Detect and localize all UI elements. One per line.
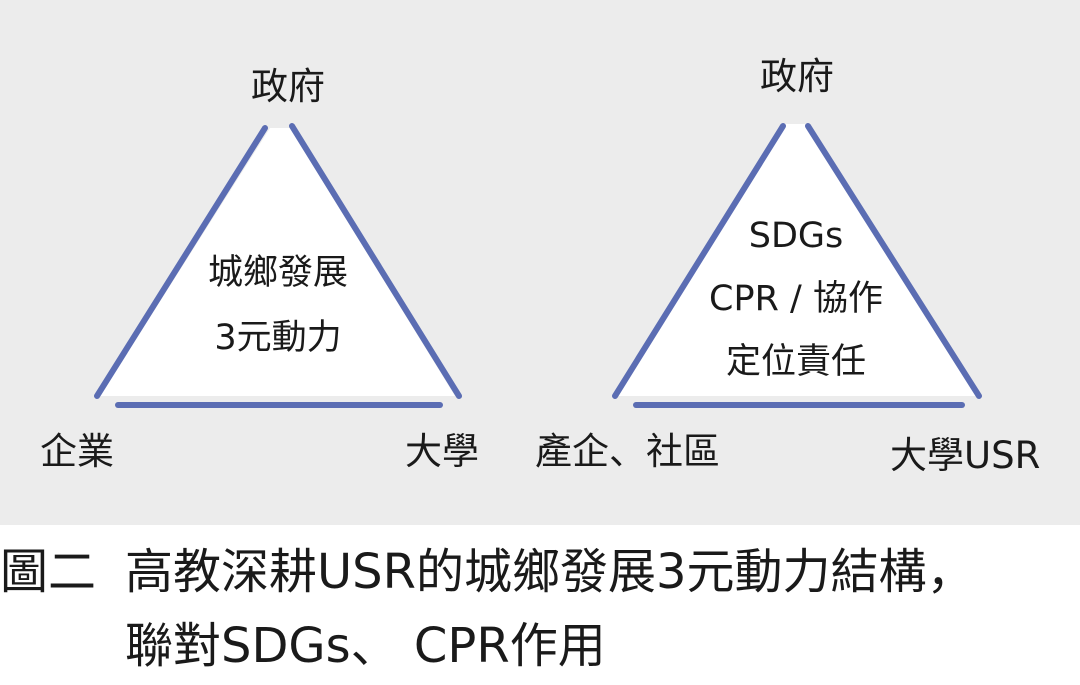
triangles-graphic [94, 123, 982, 408]
left-top-label: 政府 [251, 65, 325, 108]
caption-line1: 高教深耕USR的城鄉發展3元動力結構， [125, 544, 975, 600]
caption-prefix: 圖二 [0, 544, 97, 600]
left-center-line1: 城鄉發展 [207, 253, 349, 293]
left-center-line2: 3元動力 [214, 318, 342, 358]
left-triangle-fill [100, 128, 455, 396]
right-center-line1: SDGs [748, 216, 844, 256]
right-top-label: 政府 [760, 55, 834, 98]
right-center-line3: 定位責任 [725, 342, 867, 382]
left-bottom-left-label: 企業 [40, 430, 114, 473]
right-bottom-left-label: 產企、社區 [535, 430, 720, 473]
right-triangle-fill [618, 124, 976, 396]
caption-line2: 聯對SDGs、 CPR作用 [125, 618, 606, 674]
right-center-line2: CPR / 協作 [709, 279, 883, 319]
right-triangle-left-edge [612, 123, 786, 399]
left-bottom-right-label: 大學 [405, 430, 479, 473]
right-bottom-right-label: 大學USR [890, 434, 1041, 477]
left-triangle-right-edge [289, 123, 462, 399]
left-triangle-left-edge [94, 125, 268, 399]
diagram-area: 政府 企業 大學 城鄉發展 3元動力 政府 產企、社區 大學USR SDGs C… [0, 0, 1080, 525]
right-triangle-right-edge [805, 123, 982, 399]
